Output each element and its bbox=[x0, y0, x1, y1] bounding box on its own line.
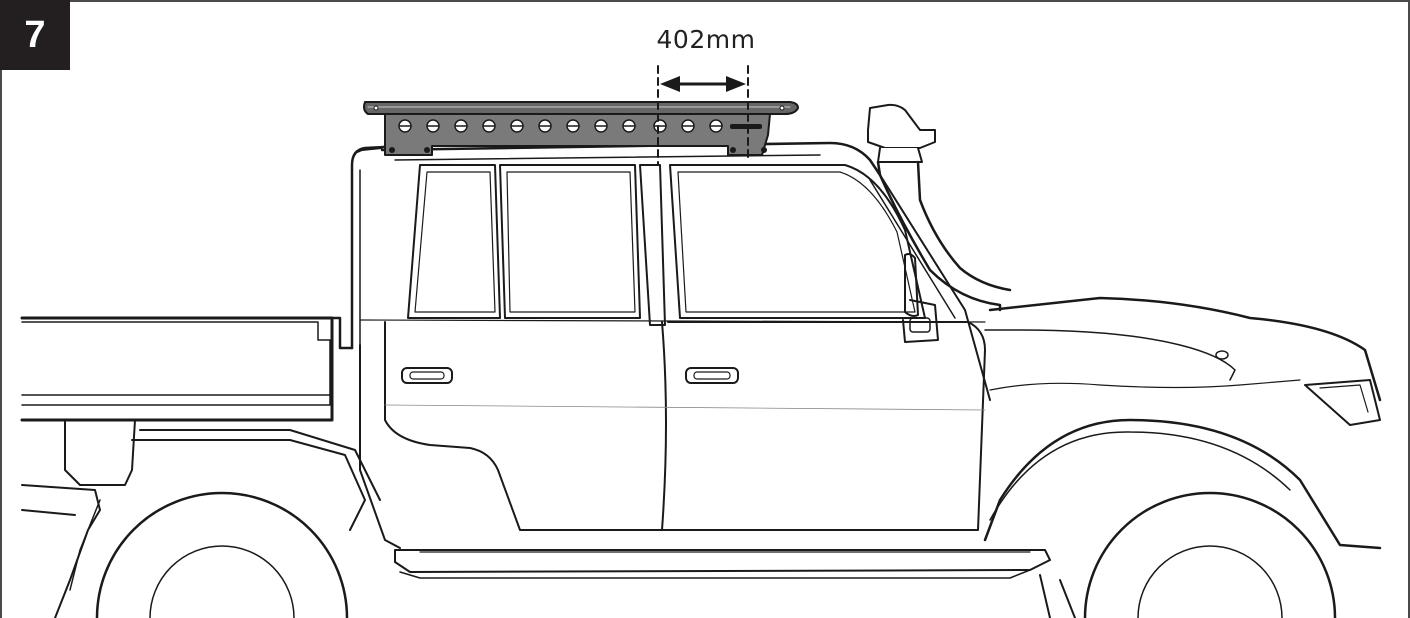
dimension-marker bbox=[657, 65, 749, 166]
rear-wheel bbox=[95, 491, 349, 618]
tray bbox=[20, 316, 381, 618]
roof-rack bbox=[354, 101, 799, 156]
front-wheel bbox=[1039, 491, 1337, 618]
cab-body bbox=[350, 141, 1051, 579]
step-number-badge: 7 bbox=[0, 0, 70, 70]
snorkel bbox=[867, 103, 1012, 312]
front-end bbox=[983, 296, 1382, 550]
dimension-label: 402mm bbox=[656, 25, 756, 54]
